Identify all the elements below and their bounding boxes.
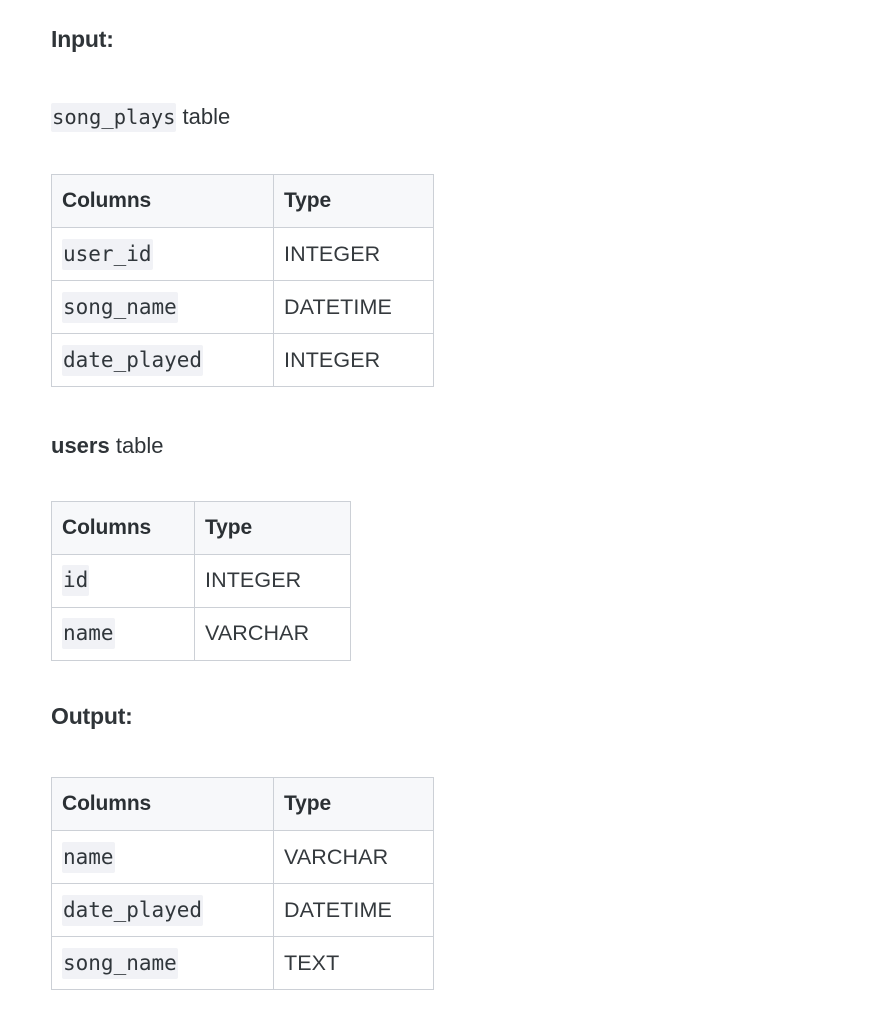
table-cell-column: name (51, 830, 274, 885)
column-name-code: name (62, 618, 115, 650)
column-header-type: Type (194, 500, 351, 555)
spacer (51, 730, 880, 777)
song-plays-table-caption: song_plays table (51, 102, 880, 132)
table-body: name VARCHAR date_played DATETIME song_n… (51, 830, 434, 991)
table-cell-type: INTEGER (194, 553, 351, 608)
users-schema-table: Columns Type id INTEGER name VARCHAR (51, 500, 351, 661)
users-table-caption-suffix: table (109, 433, 164, 459)
table-row: name VARCHAR (51, 606, 351, 661)
spacer (51, 460, 880, 501)
table-cell-type: VARCHAR (273, 830, 434, 885)
document-body: Input: song_plays table Columns Type use… (51, 26, 880, 991)
column-header-columns: Columns (51, 174, 274, 229)
table-row: song_name TEXT (51, 936, 434, 991)
column-name-code: date_played (62, 344, 204, 376)
table-cell-column: date_played (51, 333, 274, 388)
table-cell-type: INTEGER (273, 333, 434, 388)
column-header-columns: Columns (51, 500, 195, 555)
input-section-heading: Input: (51, 26, 114, 52)
table-cell-type: VARCHAR (194, 606, 351, 661)
table-cell-column: song_name (51, 936, 274, 991)
song-plays-table-caption-suffix: table (176, 103, 231, 129)
table-row: user_id INTEGER (51, 227, 434, 282)
spacer (51, 54, 880, 103)
table-cell-column: id (51, 553, 195, 608)
column-name-code: name (62, 841, 115, 873)
table-header: Columns Type (51, 500, 351, 555)
table-header-row: Columns Type (51, 777, 434, 832)
table-header: Columns Type (51, 174, 434, 229)
output-schema-table: Columns Type name VARCHAR date_played DA… (51, 777, 434, 991)
output-section-heading: Output: (51, 702, 133, 729)
table-cell-column: user_id (51, 227, 274, 282)
table-row: date_played INTEGER (51, 333, 434, 388)
spacer (51, 661, 880, 703)
table-cell-type: TEXT (273, 936, 434, 991)
table-header-row: Columns Type (51, 174, 434, 229)
song-plays-schema-table: Columns Type user_id INTEGER song_name D… (51, 174, 434, 388)
table-row: date_played DATETIME (51, 883, 434, 938)
table-header: Columns Type (51, 777, 434, 832)
table-cell-type: DATETIME (273, 883, 434, 938)
column-header-type: Type (273, 777, 434, 832)
table-cell-type: DATETIME (273, 280, 434, 335)
column-header-type: Type (273, 174, 434, 229)
table-cell-type: INTEGER (273, 227, 434, 282)
users-table-name: users (51, 433, 110, 459)
column-name-code: date_played (62, 894, 204, 926)
table-cell-column: song_name (51, 280, 274, 335)
column-header-columns: Columns (51, 777, 274, 832)
table-header-row: Columns Type (51, 500, 351, 555)
table-row: id INTEGER (51, 553, 351, 608)
spacer (51, 130, 880, 174)
table-cell-column: date_played (51, 883, 274, 938)
column-name-code: song_name (62, 291, 178, 323)
song-plays-table-name: song_plays (51, 102, 177, 132)
table-row: song_name DATETIME (51, 280, 434, 335)
table-cell-column: name (51, 606, 195, 661)
column-name-code: song_name (62, 947, 178, 979)
spacer (51, 387, 880, 432)
users-table-caption: users table (51, 432, 880, 460)
table-row: name VARCHAR (51, 830, 434, 885)
table-body: user_id INTEGER song_name DATETIME date_… (51, 227, 434, 388)
column-name-code: id (62, 565, 90, 597)
column-name-code: user_id (62, 238, 153, 270)
table-body: id INTEGER name VARCHAR (51, 553, 351, 661)
